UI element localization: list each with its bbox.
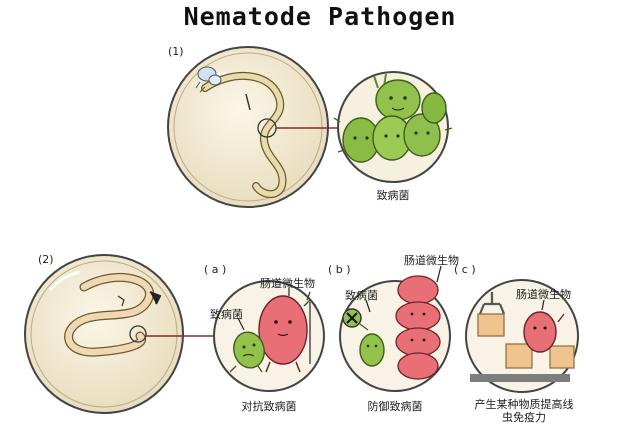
sub-c-microbe-pointer [541, 299, 545, 311]
sub-c-caption-line2: 虫免疫力 [502, 411, 546, 424]
sub-c-marker: ( c ) [454, 263, 476, 276]
sub-b-pathogen-label: 致病菌 [345, 289, 378, 302]
diagram-title: Nematode Pathogen [183, 2, 457, 31]
sub-c-caption-line1: 产生某种物质提高线 [474, 398, 574, 411]
sub-a-marker: ( a ) [204, 263, 227, 276]
sub-b-zoom [339, 275, 451, 392]
sub-b-microbe-label: 肠道微生物 [404, 254, 459, 267]
sub-b-microbe-pointer [436, 265, 442, 283]
panel2-petri-dish [24, 254, 184, 414]
panel1-petri-dish [167, 46, 329, 208]
panel2-marker: (2) [38, 253, 54, 266]
panel1-marker: (1) [168, 45, 184, 58]
sub-b-caption: 防御致病菌 [367, 400, 423, 413]
panel1-bacteria-cluster-small [195, 66, 222, 93]
panel2-zoom-circle [129, 325, 147, 343]
sub-b-marker: ( b ) [328, 263, 351, 276]
panel2-nematode [64, 272, 162, 357]
sub-c-microbe-label: 肠道微生物 [516, 288, 571, 301]
sub-b-pathogen-pointer [365, 299, 371, 313]
panel1-pathogen-caption: 致病菌 [376, 189, 410, 202]
sub-a-microbe-label: 肠道微生物 [260, 277, 315, 290]
sub-a-caption: 对抗致病菌 [241, 400, 297, 413]
sub-a-pathogen-pointer [237, 317, 245, 331]
sub-a-pathogen-label: 致病菌 [210, 308, 243, 321]
panel1-pathogen-zoom [333, 71, 453, 183]
sub-c-zoom [465, 279, 579, 393]
sub-a-zoom [213, 280, 325, 392]
